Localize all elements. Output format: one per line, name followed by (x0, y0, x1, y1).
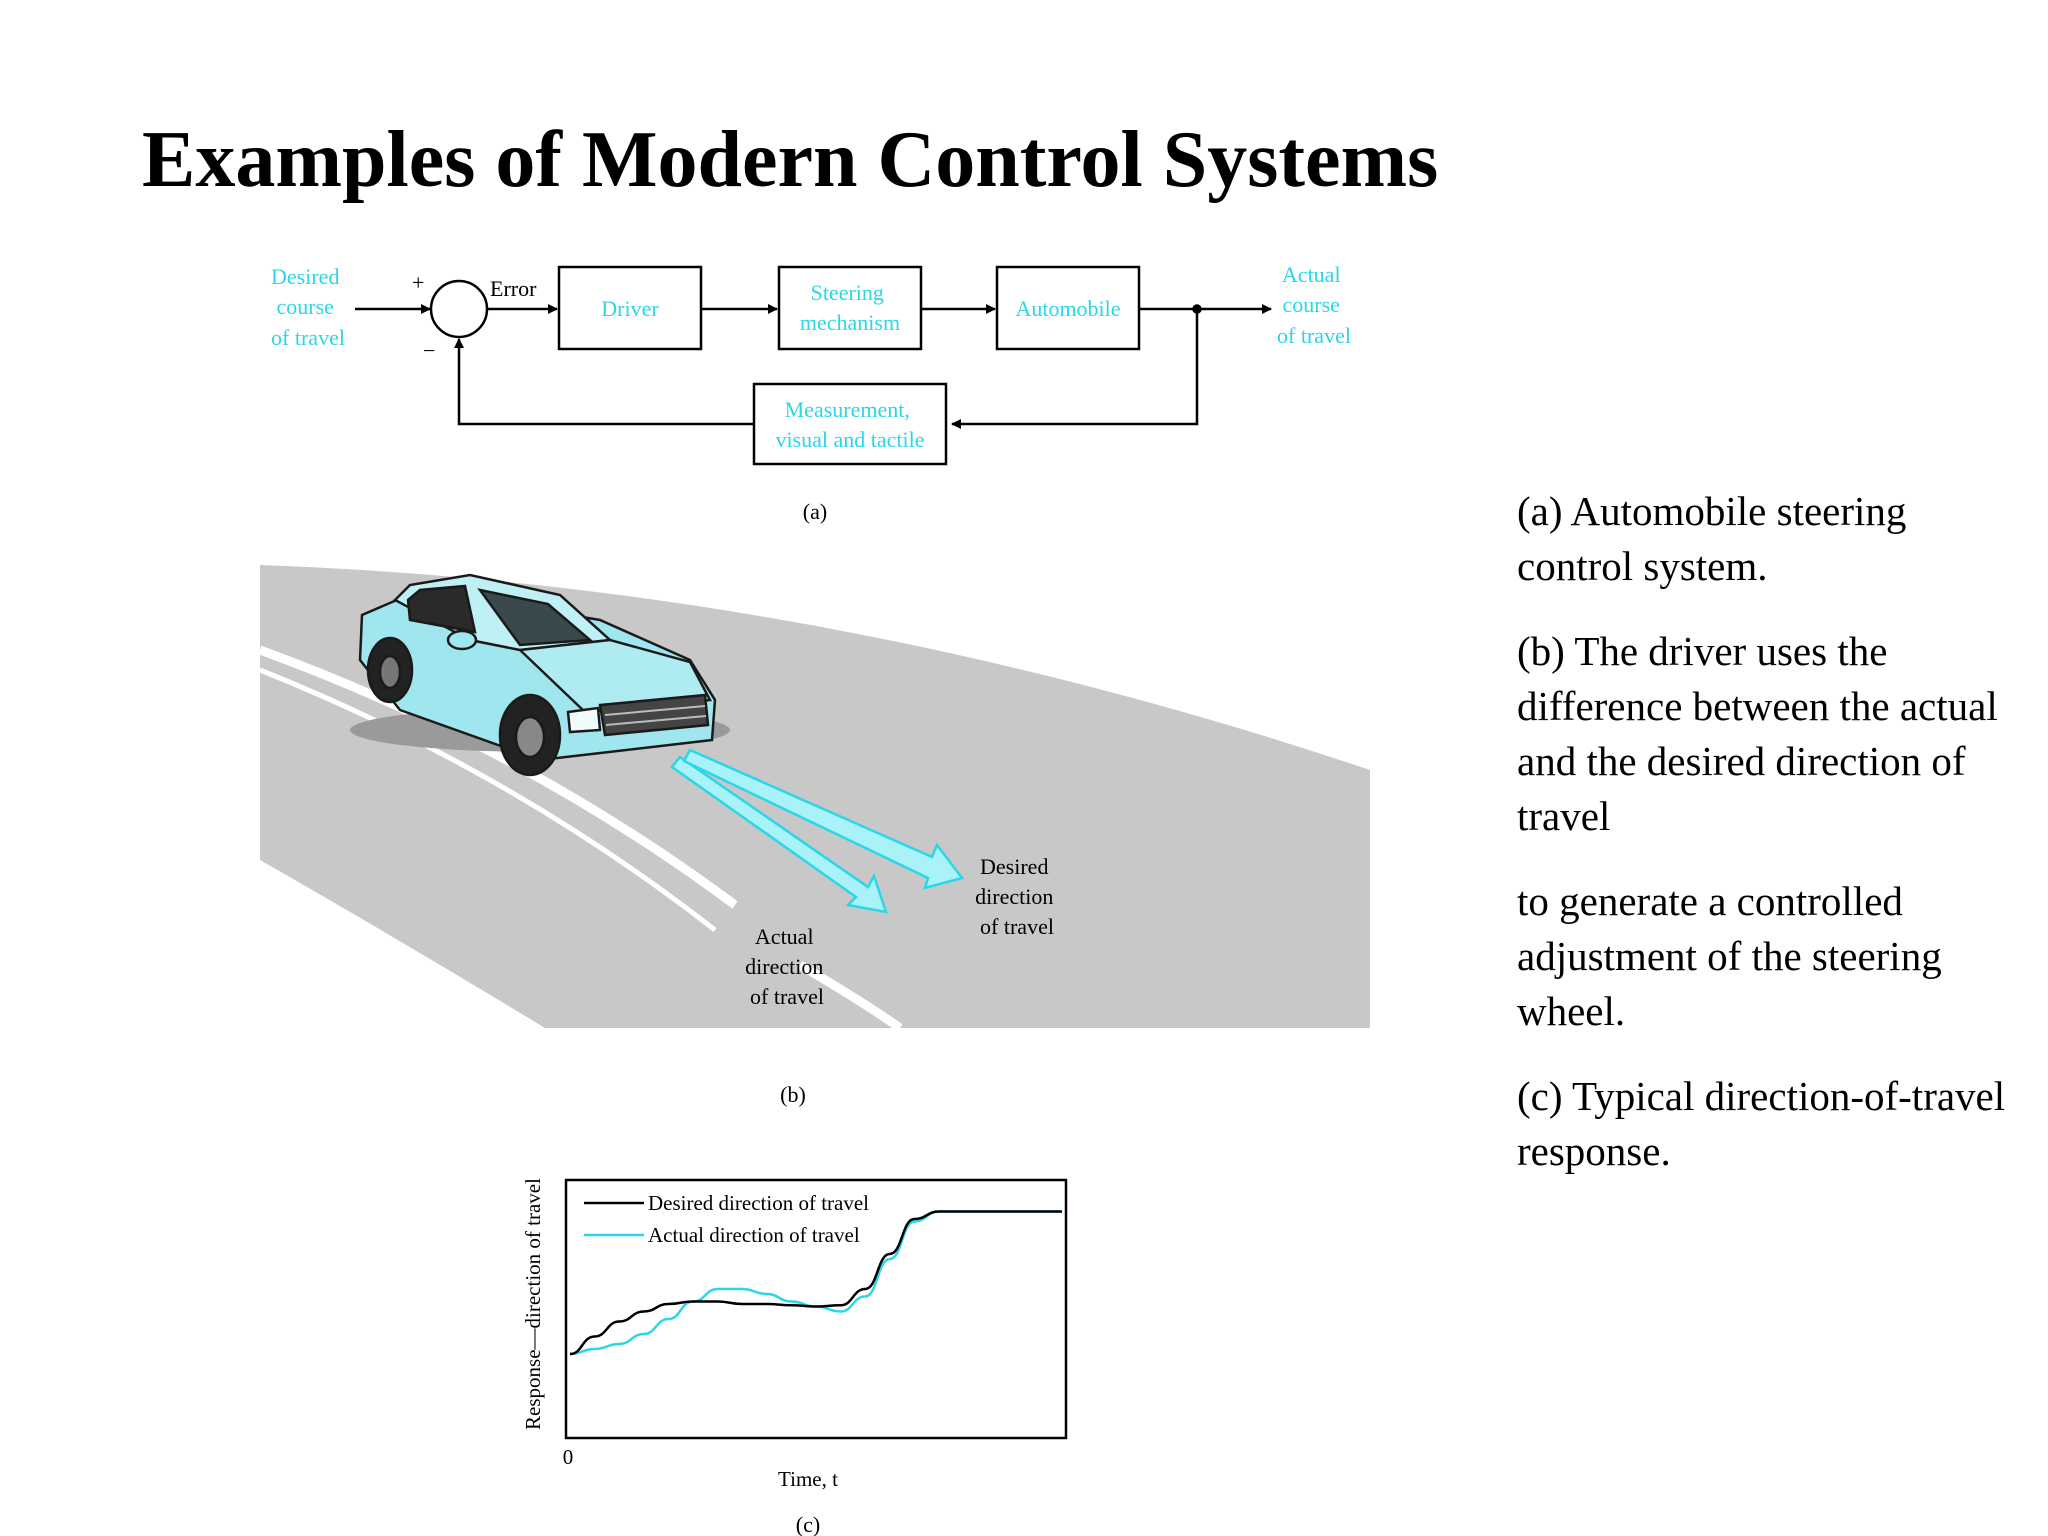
legend-label-actual: Actual direction of travel (648, 1223, 860, 1247)
caption-c: (c) Typical direction-of-travel response… (1517, 1073, 2006, 1174)
x-origin-label: 0 (563, 1445, 574, 1469)
desired-direction-arrow (682, 748, 965, 890)
lane-marking-lower (797, 961, 903, 1032)
minus-sign: − (423, 338, 435, 363)
actual-direction-label: Actual direction of travel (745, 924, 829, 1009)
car (350, 573, 730, 777)
direction-arrows (670, 748, 965, 914)
series-layer (569, 1210, 1062, 1356)
driver-label: Driver (601, 296, 659, 321)
response-chart-c: Desired direction of travel Actual direc… (521, 1178, 1068, 1536)
actual-direction-arrow (670, 755, 888, 914)
lane-marking-upper-thin (259, 667, 717, 932)
measurement-label: Measurement, visual and tactile (775, 397, 924, 452)
y-axis-label: Response—direction of travel (521, 1178, 545, 1430)
panel-label-c: (c) (796, 1512, 820, 1536)
summing-junction (429, 279, 489, 339)
legend-label-desired: Desired direction of travel (648, 1191, 869, 1215)
panel-label-b: (b) (780, 1082, 806, 1107)
desired-direction-label: Desired direction of travel (975, 854, 1059, 939)
plus-sign: + (412, 270, 424, 295)
panel-label-a: (a) (803, 499, 827, 524)
slide-title: Examples of Modern Control Systems (142, 116, 1439, 204)
output-label: Actual course of travel (1277, 262, 1351, 348)
feedback-path-right (951, 309, 1199, 429)
automobile-label: Automobile (1015, 296, 1120, 321)
measurement-block (752, 382, 948, 466)
caption-a: (a) Automobile steering control system. (1517, 488, 1907, 589)
feedback-path-left (454, 338, 754, 426)
caption-b: (b) The driver uses the difference betwe… (1517, 628, 1998, 839)
series-line-desired (569, 1210, 1062, 1356)
error-label: Error (490, 276, 537, 301)
block-diagram-a: Desired course of travel + − Error Drive… (271, 262, 1351, 524)
chart-frame (564, 1178, 1068, 1440)
input-label: Desired course of travel (271, 264, 345, 350)
steering-label: Steering mechanism (800, 280, 900, 335)
x-axis-label: Time, t (778, 1467, 838, 1491)
illustration-b: Desired direction of travel Actual direc… (258, 565, 1370, 1107)
caption-b-continued: to generate a controlled adjustment of t… (1517, 878, 1942, 1034)
